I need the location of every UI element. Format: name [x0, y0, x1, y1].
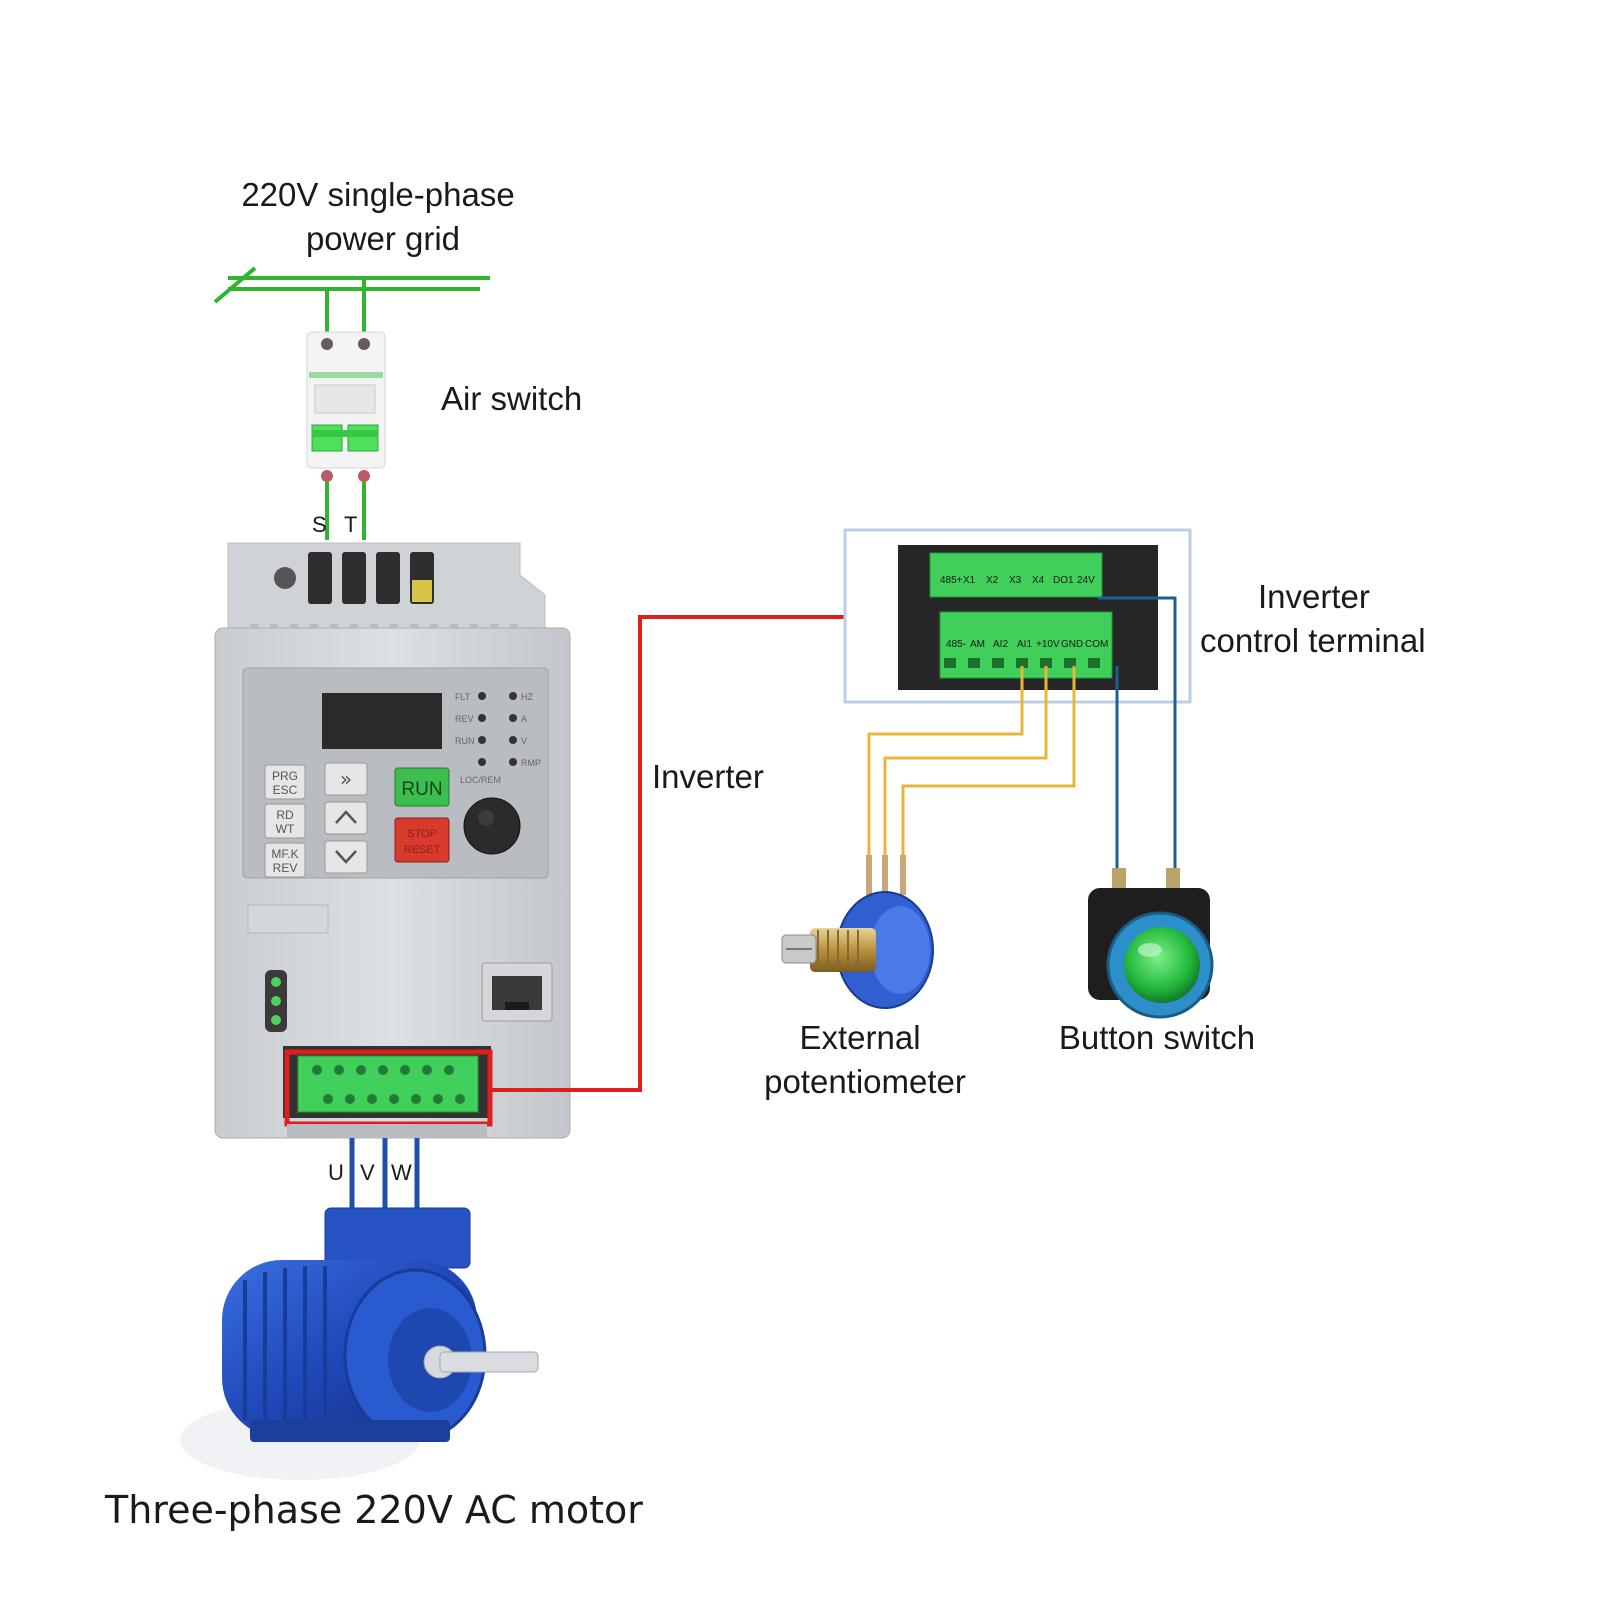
motor-terminal-box [324, 1207, 471, 1269]
led-label-run: RUN [455, 736, 475, 746]
motor-shaft [439, 1351, 539, 1373]
led-label-hz: HZ [521, 692, 533, 702]
led-label-rev: REV [455, 714, 474, 724]
key-rd-wt-2: WT [276, 822, 295, 836]
potentiometer-bushing [810, 928, 876, 972]
external-potentiometer [781, 855, 934, 1009]
air-switch-label: Air switch [441, 380, 582, 417]
input-label-s: S [312, 512, 327, 537]
term-ai1: AI1 [1017, 639, 1032, 650]
term-485m: 485- [946, 639, 966, 650]
term-com: COM [1085, 639, 1108, 650]
control-terminal-label-2: control terminal [1200, 622, 1426, 659]
button-switch [1088, 868, 1214, 1019]
inverter: FLT REV RUN HZ A V RMP PRG ESC RD WT MF.… [214, 542, 571, 1139]
chevron-down-icon [335, 850, 357, 864]
green-button-icon [1124, 927, 1200, 1003]
loc-rem-label: LOC/REM [460, 775, 501, 785]
stop-reset-key [394, 817, 450, 863]
key-rd-wt-1: RD [276, 808, 294, 822]
stop-key-label-2: RESET [404, 844, 441, 856]
term-10v: +10V [1036, 639, 1060, 650]
power-grid-label-2: power grid [306, 220, 460, 257]
potentiometer-wires [867, 666, 1076, 868]
motor-label: Three-phase 220V AC motor [104, 1488, 643, 1532]
key-prg-esc-2: ESC [273, 783, 298, 797]
term-do1: DO1 [1053, 575, 1074, 586]
potentiometer-label-1: External [799, 1019, 920, 1056]
led-indicators: FLT REV RUN HZ A V RMP [455, 692, 541, 768]
stop-key-label-1: STOP [407, 828, 437, 840]
led-label-v: V [521, 736, 527, 746]
display [322, 693, 442, 749]
output-label-v: V [360, 1160, 375, 1185]
air-switch [306, 331, 386, 540]
inverter-label: Inverter [652, 758, 764, 795]
button-wires [1098, 596, 1177, 880]
term-am: AM [970, 639, 985, 650]
term-gnd: GND [1061, 639, 1083, 650]
left-keys: PRG ESC RD WT MF.K REV [264, 764, 306, 878]
terminal-row-top [929, 552, 1103, 598]
term-x2: X2 [986, 575, 999, 586]
terminal-bottom-labels: 485- AM AI2 AI1 +10V GND COM [946, 639, 1108, 650]
power-grid-label-1: 220V single-phase [241, 176, 514, 213]
term-x3: X3 [1009, 575, 1022, 586]
terminal-top-labels: 485+ X1 X2 X3 X4 DO1 24V [940, 575, 1095, 586]
term-x4: X4 [1032, 575, 1045, 586]
term-24v: 24V [1077, 575, 1095, 586]
key-mfk-rev-1: MF.K [271, 847, 298, 861]
run-key-label: RUN [401, 779, 442, 800]
led-label-flt: FLT [455, 692, 471, 702]
led-label-a: A [521, 714, 527, 724]
ac-motor [180, 1207, 539, 1480]
signal-link-line [490, 615, 854, 1092]
key-mfk-rev-2: REV [273, 861, 298, 875]
term-ai2: AI2 [993, 639, 1008, 650]
potentiometer-label-2: potentiometer [764, 1063, 966, 1100]
term-x1: X1 [963, 575, 976, 586]
speed-knob [463, 797, 521, 855]
run-key [394, 767, 450, 807]
output-label-w: W [391, 1160, 412, 1185]
chevron-up-icon [335, 810, 357, 824]
screw-icon [274, 567, 296, 589]
term-485p: 485+ [940, 575, 963, 586]
output-label-u: U [328, 1160, 344, 1185]
led-label-rmp: RMP [521, 758, 541, 768]
arrow-keys: » [324, 762, 368, 874]
power-grid [213, 266, 490, 345]
bottom-terminal-block [297, 1055, 479, 1113]
button-switch-label: Button switch [1059, 1019, 1255, 1056]
key-prg-esc-1: PRG [272, 769, 298, 783]
shift-icon: » [340, 767, 352, 791]
input-label-t: T [344, 512, 357, 537]
control-terminal-label-1: Inverter [1258, 578, 1370, 615]
